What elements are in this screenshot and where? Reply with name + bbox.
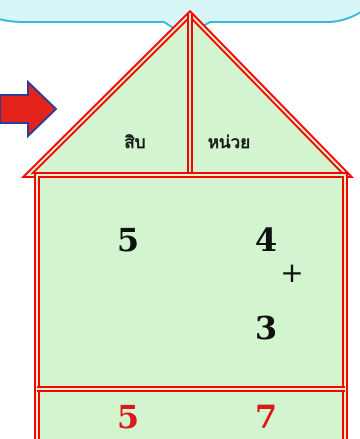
addend-1-units-digit: 4 <box>255 221 277 259</box>
addend-1-tens-digit: 5 <box>117 221 139 259</box>
plus-sign: + <box>280 256 303 289</box>
addend-2-units-digit: 3 <box>255 309 277 347</box>
units-column-label: หน่วย <box>208 133 250 153</box>
result-units-digit: 7 <box>255 398 277 436</box>
house-body <box>34 172 348 439</box>
house-body-fill <box>34 172 348 439</box>
roof <box>20 9 355 178</box>
result-tens-digit: 5 <box>117 398 139 436</box>
pointer-arrow-icon <box>0 79 58 139</box>
house-body-inner-outline <box>36 174 346 439</box>
tens-column-label: สิบ <box>124 133 145 153</box>
